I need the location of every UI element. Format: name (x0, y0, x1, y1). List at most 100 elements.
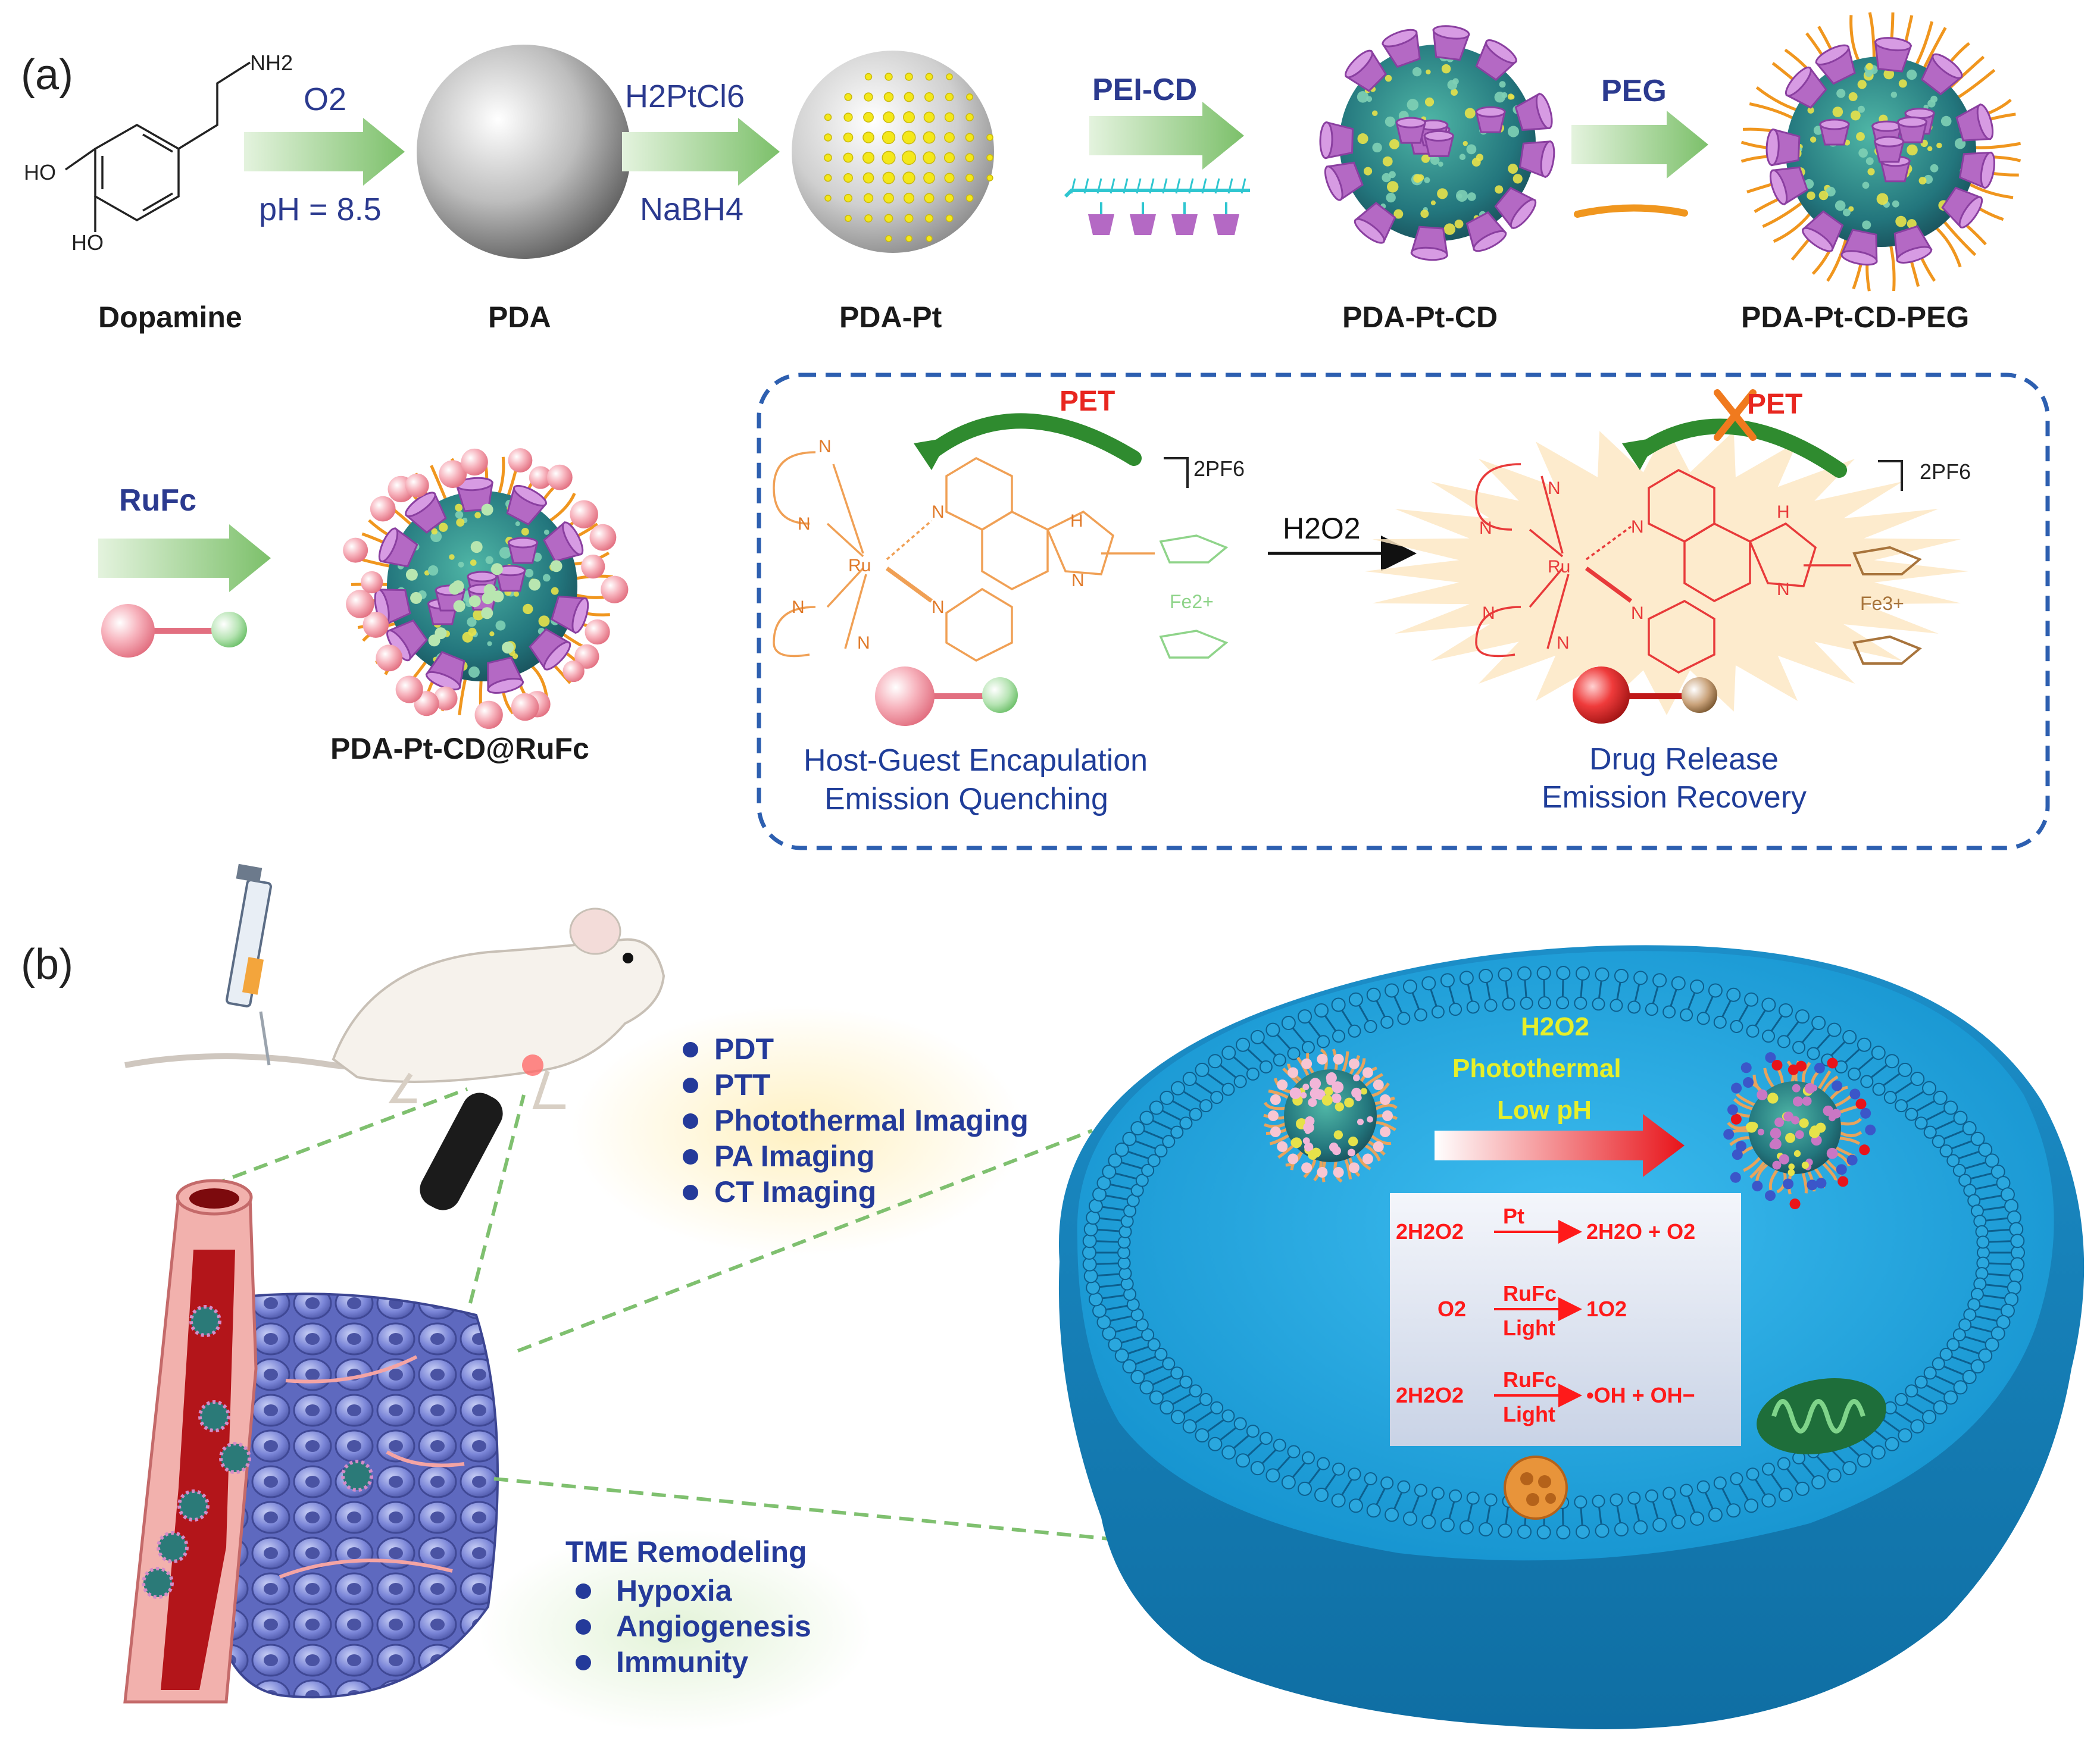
dopamine-label: Dopamine (98, 301, 242, 334)
counter-ion-left: 2PF6 (1193, 456, 1245, 481)
step1-reagent-bottom: pH = 8.5 (259, 192, 382, 227)
nanoparticle-released (1723, 1052, 1876, 1210)
reaction-catalyst: RuFc (1503, 1281, 1557, 1306)
n-left-1: N (818, 437, 832, 456)
zoom-lines-right (493, 1129, 1135, 1543)
reaction-catalyst: RuFc (1503, 1367, 1557, 1392)
ru-complex-quenched (773, 451, 1155, 662)
reaction-condition: Light (1503, 1316, 1555, 1340)
therapy-item: Photothermal Imaging (714, 1104, 1029, 1137)
tme-item: Immunity (616, 1645, 748, 1679)
reaction-product: 1O2 (1586, 1297, 1627, 1321)
trigger-low-ph: Low pH (1497, 1096, 1592, 1125)
pda-pt-cd-sphere (1319, 25, 1555, 261)
ru-complex-emissive (1365, 427, 1968, 715)
dopamine-ho-2: HO (71, 230, 104, 255)
ru-left-label: Ru (848, 556, 871, 575)
n-left-3: N (792, 597, 805, 617)
reaction-reactant: O2 (1438, 1297, 1466, 1321)
ru-right-label: Ru (1548, 557, 1570, 577)
pda-pt-cd-rufc-sphere (343, 448, 629, 729)
n-left-7: N (1071, 571, 1085, 590)
n-right-1: N (1548, 478, 1561, 498)
pet-blocked-cross (1714, 389, 1757, 441)
reaction-product: •OH + OH− (1586, 1383, 1695, 1407)
release-arrow (1435, 1114, 1685, 1177)
n-right-5: N (1631, 517, 1644, 537)
pda-sphere (417, 45, 631, 259)
host-guest-pair-left (875, 666, 1018, 726)
pet-left-label: PET (1060, 386, 1115, 417)
pei-cd-polymer (1064, 178, 1250, 235)
h2o2-reagent: H2O2 (1283, 512, 1361, 545)
reaction-catalyst: Pt (1503, 1204, 1524, 1228)
pda-pt-cd-label: PDA-Pt-CD (1342, 301, 1498, 334)
therapy-item: PDT (714, 1032, 774, 1066)
n-left-5: N (932, 502, 945, 522)
reaction-condition: Light (1503, 1402, 1555, 1426)
trigger-h2o2: H2O2 (1521, 1012, 1589, 1041)
ru-complex-emissive-bonds (1475, 463, 1851, 674)
n-left-2: N (798, 514, 811, 534)
step5-reagent-top: RuFc (119, 483, 196, 518)
n-right-4: N (1557, 633, 1570, 653)
n-right-3: N (1482, 603, 1495, 623)
ferrocenium-released (1852, 546, 1922, 665)
mechanism-inset-border (757, 373, 2050, 850)
arrow-step-1 (244, 118, 405, 186)
tme-item: Angiogenesis (616, 1610, 811, 1643)
counter-ion-right: 2PF6 (1920, 459, 1971, 484)
rufc-ball-stick (101, 604, 247, 658)
therapy-item: CT Imaging (714, 1175, 876, 1209)
step1-reagent-top: O2 (304, 82, 346, 117)
tumor-tissue (212, 1292, 499, 1699)
tme-item: Hypoxia (616, 1574, 733, 1607)
released-pair-right (1573, 666, 1717, 724)
step2-reagent-bottom: NaBH4 (640, 192, 743, 227)
blood-vessel (123, 1179, 373, 1704)
trigger-photothermal: Photothermal (1452, 1054, 1621, 1083)
tme-title: TME Remodeling (565, 1535, 807, 1569)
fe-left-label: Fe2+ (1170, 591, 1214, 612)
n-left-6: N (932, 597, 945, 617)
mitochondrion-icon (1757, 1378, 1886, 1454)
nanoparticle-intact (1263, 1048, 1398, 1183)
laser-pointer-icon (420, 1054, 543, 1210)
n-right-6: N (1631, 603, 1644, 623)
ferrocene-quenched (1159, 534, 1229, 659)
panel-b-label: (b) (21, 941, 73, 988)
syringe-icon (226, 863, 272, 1066)
reaction-product: 2H2O + O2 (1586, 1219, 1695, 1244)
fe-right-label: Fe3+ (1860, 593, 1904, 614)
pda-pt-cd-peg-sphere (1740, 12, 2021, 292)
dopamine-nh2: NH2 (250, 51, 293, 75)
step4-reagent-top: PEG (1601, 74, 1667, 108)
right-caption-1: Drug Release (1589, 742, 1779, 777)
pda-pt-sphere (792, 51, 994, 253)
arrow-step-5 (98, 524, 271, 592)
n-right-7: N (1777, 580, 1790, 599)
n-left-4: N (857, 633, 870, 653)
dopamine-ho-1: HO (24, 160, 56, 184)
tme-glow (479, 1529, 872, 1732)
arrow-step-4 (1571, 111, 1708, 179)
pda-label: PDA (488, 301, 551, 334)
step2-reagent-top: H2PtCl6 (625, 79, 745, 114)
therapy-item: PA Imaging (714, 1140, 874, 1173)
pda-pt-cd-rufc-label: PDA-Pt-CD@RuFc (330, 732, 589, 765)
dopamine-structure (64, 61, 251, 232)
arrow-step-2 (622, 118, 780, 186)
nh-left-h: H (1070, 511, 1083, 531)
panel-a-label: (a) (21, 51, 73, 99)
right-caption-2: Emission Recovery (1542, 780, 1807, 815)
step3-reagent-top: PEI-CD (1092, 73, 1197, 107)
peg-chain (1574, 204, 1688, 218)
pet-arrow-left (924, 413, 1142, 466)
nucleus-icon (1504, 1456, 1568, 1520)
pda-pt-label: PDA-Pt (839, 301, 942, 334)
therapy-item: PTT (714, 1068, 770, 1101)
reaction-reactant: 2H2O2 (1396, 1219, 1464, 1244)
